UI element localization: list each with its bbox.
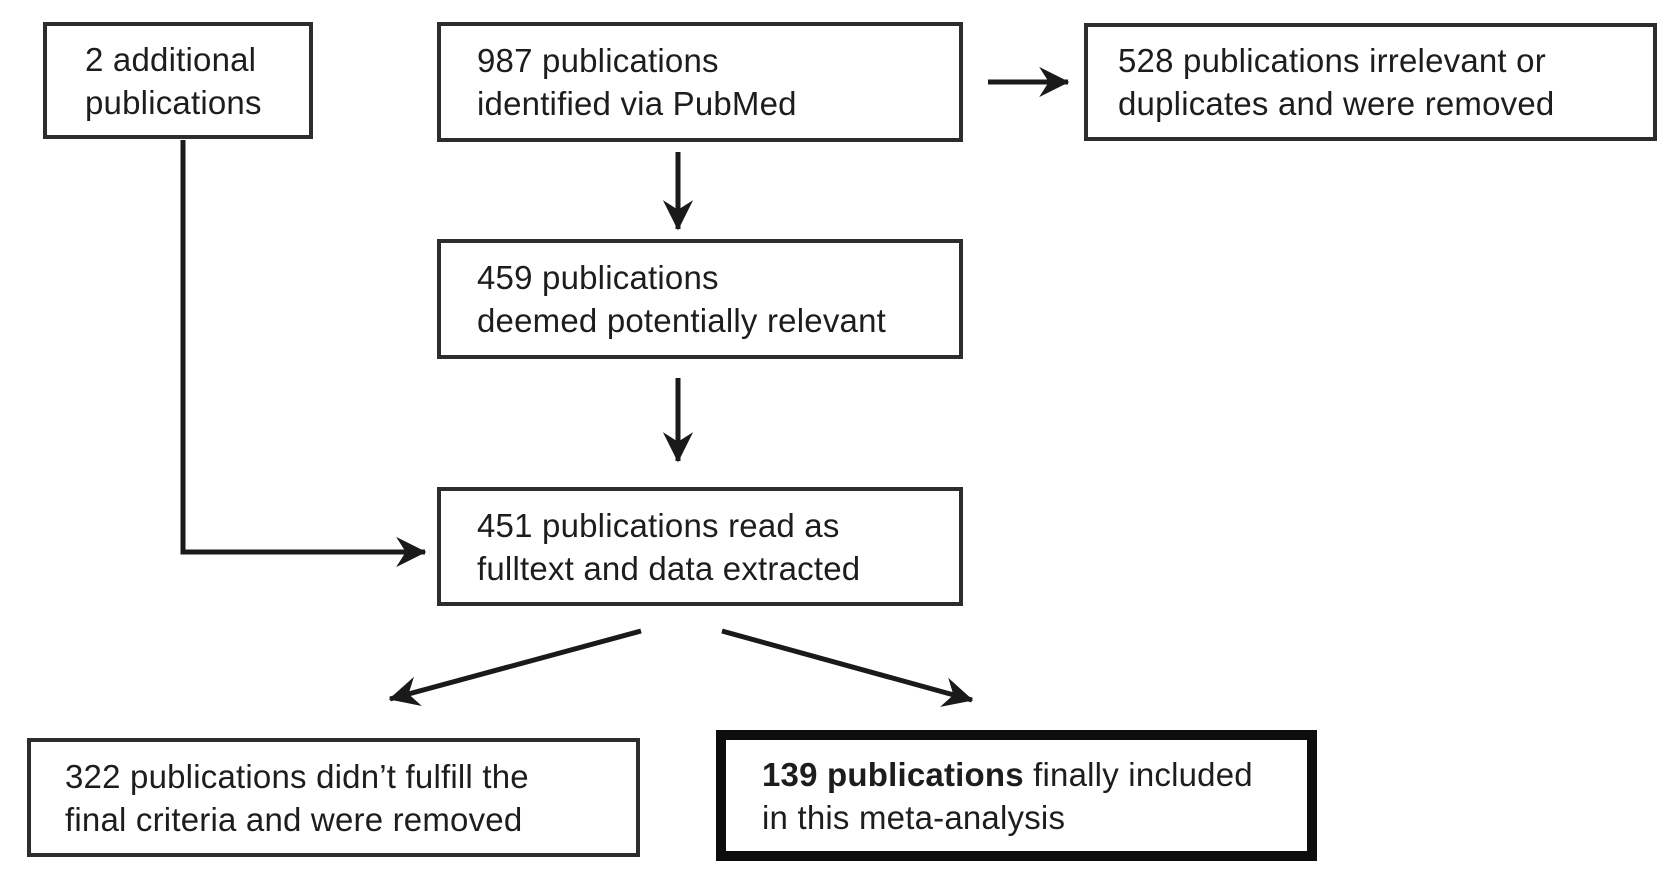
node-fulltext-line2: fulltext and data extracted: [477, 549, 861, 587]
node-additional-line1: 2 additional: [85, 40, 257, 78]
node-fulltext-extracted: 451 publications read as fulltext and da…: [437, 487, 963, 606]
node-relevant-line2: deemed potentially relevant: [477, 302, 886, 339]
node-identified-pubmed: 987 publications identified via PubMed: [437, 22, 963, 142]
arrow-fulltext-to-included: [721, 628, 974, 707]
node-potentially-relevant: 459 publications deemed potentially rele…: [437, 239, 963, 359]
node-irrelevant-removed: 528 publications irrelevant or duplicate…: [1084, 23, 1657, 141]
node-irrelevant-line2: duplicates and were removed: [1118, 85, 1555, 122]
node-excluded-final-criteria: 322 publications didn’t fulfill the fina…: [27, 738, 640, 857]
node-relevant-line1: 459 publications: [477, 259, 719, 296]
node-finally-included: 139 publications finally included in thi…: [716, 730, 1317, 861]
node-excluded-line2: final criteria and were removed: [65, 800, 523, 838]
node-additional-line2: publications: [85, 83, 262, 121]
node-included-line1-rest: finally included: [1023, 755, 1253, 793]
node-included-count: 139 publications: [762, 755, 1024, 793]
arrow-additional-to-fulltext: [180, 140, 427, 568]
node-included-line1: 139 publications finally included: [762, 753, 1307, 796]
node-additional-publications: 2 additional publications: [43, 22, 313, 139]
node-identified-line1: 987 publications: [477, 42, 719, 79]
node-irrelevant-line1: 528 publications irrelevant or: [1118, 42, 1546, 79]
node-included-line2: in this meta-analysis: [762, 798, 1066, 836]
node-fulltext-line1: 451 publications read as: [477, 506, 840, 544]
node-excluded-line1: 322 publications didn’t fulfill the: [65, 757, 529, 795]
arrow-fulltext-to-excluded: [388, 628, 642, 707]
node-identified-line2: identified via PubMed: [477, 85, 797, 122]
